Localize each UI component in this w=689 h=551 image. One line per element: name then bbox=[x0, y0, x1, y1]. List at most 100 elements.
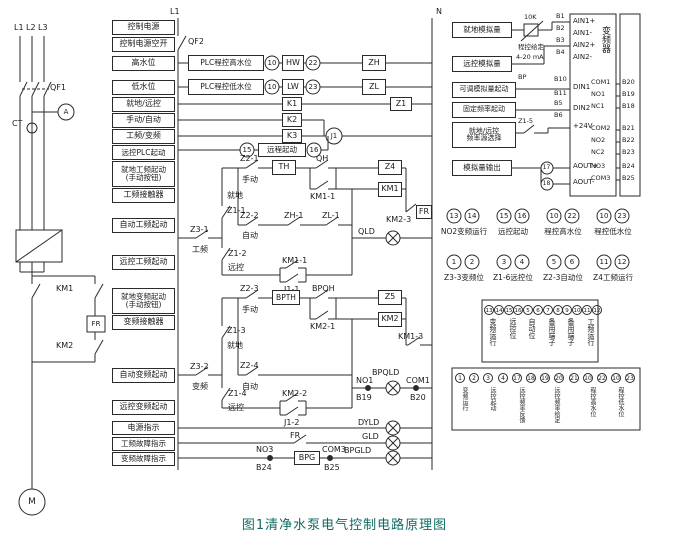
row-label-vfd-contactor: 变频接触器 bbox=[112, 315, 175, 330]
strip-term-b20: B20 bbox=[622, 78, 635, 86]
ammeter-label: A bbox=[63, 108, 69, 116]
vfd-b20-label: B20 bbox=[410, 393, 426, 402]
table-b-terminal: 3 bbox=[486, 375, 490, 382]
strip-term-b24: B24 bbox=[622, 162, 635, 170]
table-a-label-spare-2: 备用端子 bbox=[567, 318, 575, 346]
contactor-km1-label: KM1 bbox=[56, 284, 74, 293]
row-label-line-fault-indicator: 工频故障指示 bbox=[112, 437, 175, 451]
vfd-term-b2: B2 bbox=[556, 24, 565, 32]
bp-label: BP bbox=[518, 73, 527, 81]
table-a-terminal: 5 bbox=[526, 308, 530, 314]
th-box: TH bbox=[272, 160, 296, 175]
table-b-terminal: 10 bbox=[612, 375, 620, 382]
row-label-low-level: 低水位 bbox=[112, 80, 175, 95]
table-a-terminal: 11 bbox=[583, 308, 591, 314]
auto-branch-label-2: 自动 bbox=[242, 382, 258, 391]
terminal-number: 22 bbox=[567, 212, 577, 220]
vfd-term-b10: B10 bbox=[554, 75, 567, 83]
row-label-remote-plc-start: 远控PLC起动 bbox=[112, 145, 175, 160]
remote-start-box: 远程起动 bbox=[258, 143, 306, 157]
row-label-control-power: 控制电源 bbox=[112, 20, 175, 35]
table-a-label-line-run: 工频运行 bbox=[587, 318, 595, 346]
contact-z1-2-label: Z1-2 bbox=[228, 249, 247, 258]
contact-z3-1-label: Z3-1 bbox=[190, 225, 209, 234]
thermal-relay-fr-label: FR bbox=[91, 320, 101, 328]
lamp-bpgld-label: BPGLD bbox=[344, 446, 372, 455]
fr-contact-box: FR bbox=[416, 205, 432, 219]
table-b-terminal: 23 bbox=[626, 375, 634, 382]
row-label-vfd-fault-indicator: 变频故障指示 bbox=[112, 452, 175, 466]
contact-z3-2-label: Z3-2 bbox=[190, 362, 209, 371]
plc-box-analog-output: 模拟量输出 bbox=[452, 160, 512, 176]
plc-box-fixed-freq-start: 固定频率起动 bbox=[452, 102, 516, 118]
vfd-com2-relay-label: COM2 bbox=[591, 124, 611, 132]
strip-term-b25: B25 bbox=[622, 174, 635, 182]
table-a-terminal: 15 bbox=[505, 308, 513, 314]
vfd-aoutm-label: AOUT- bbox=[573, 178, 595, 186]
table-a-terminal: 12 bbox=[593, 308, 601, 314]
lamp-qld-label: QLD bbox=[358, 227, 375, 236]
vfd-nc1-relay-label: NC1 bbox=[591, 102, 605, 110]
vfd-com3-label: COM3 bbox=[322, 445, 346, 454]
vfd-b24-label: B24 bbox=[256, 463, 272, 472]
vfd-aoutp-label: AOUT+ bbox=[573, 162, 599, 170]
terminal-label-z3-3-vfd: Z3-3变频位 bbox=[444, 273, 484, 282]
relay-zh-coil: ZH bbox=[362, 55, 386, 71]
table-a-terminal: 14 bbox=[495, 308, 503, 314]
local-branch-label-1: 就地 bbox=[227, 191, 243, 200]
row-label-control-breaker: 控制电源空开 bbox=[112, 37, 175, 52]
row-label-local-remote: 就地/远控 bbox=[112, 97, 175, 112]
motor-label: M bbox=[28, 497, 36, 507]
row-label-remote-line-start: 远控工频起动 bbox=[112, 255, 175, 270]
vfd-com1-relay-label: COM1 bbox=[591, 78, 611, 86]
terminal-17-circle: 17 bbox=[542, 164, 551, 171]
row-label-auto-vfd-start: 自动变频起动 bbox=[112, 368, 175, 383]
line-freq-select-label: 工频 bbox=[192, 245, 208, 254]
vfd-title: 变频器 bbox=[600, 26, 610, 53]
vfd-term-b1: B1 bbox=[556, 12, 565, 20]
hw-contact-box: HW bbox=[282, 55, 304, 71]
plc-box-adjustable-start: 可调模拟量起动 bbox=[452, 82, 516, 98]
terminal-number: 10 bbox=[599, 212, 609, 220]
vfd-term-b5: B5 bbox=[554, 99, 563, 107]
table-b-terminal: 20 bbox=[555, 375, 563, 382]
start-button-qh-label: QH bbox=[316, 154, 329, 163]
table-b-terminal: 4 bbox=[501, 375, 505, 382]
vfd-com1-label: COM1 bbox=[406, 376, 430, 385]
table-b-label-plc-low: 程控低水位 bbox=[617, 387, 624, 417]
contact-j1-2-label: J1-2 bbox=[284, 418, 300, 427]
strip-term-b19: B19 bbox=[622, 90, 635, 98]
vfd-ain2p-label: AIN2+ bbox=[573, 41, 596, 49]
seal-contact-km1-1-label: KM1-1 bbox=[310, 192, 336, 201]
contact-z1-5-label: Z1-5 bbox=[518, 117, 534, 125]
power-circuit-wires bbox=[15, 36, 106, 516]
terminal-number: 13 bbox=[449, 212, 459, 220]
terminal-label-z1-6-remote: Z1-6远控位 bbox=[493, 273, 533, 282]
remote-branch-label-1: 远控 bbox=[228, 263, 244, 272]
vfd-term-b11: B11 bbox=[554, 89, 567, 97]
vfd-b25-label: B25 bbox=[324, 463, 340, 472]
terminal-number: 5 bbox=[551, 258, 557, 266]
rail-l1-label: L1 bbox=[170, 7, 180, 16]
contact-zl-1-label: ZL-1 bbox=[322, 211, 340, 220]
table-a-terminal: 9 bbox=[565, 308, 569, 314]
plc-box-freq-source-select: 就地/远控 频率源选择 bbox=[452, 122, 516, 148]
rail-n-label: N bbox=[436, 7, 442, 16]
row-label-line-vfd: 工频/变频 bbox=[112, 129, 175, 144]
row-label-line-contactor: 工频接触器 bbox=[112, 188, 175, 203]
seal-contact-km1-1b-label: KM1-1 bbox=[282, 256, 308, 265]
table-b-label-remote-start: 远控起动 bbox=[489, 387, 496, 411]
lamp-gld-label: GLD bbox=[362, 432, 379, 441]
vfd-din1-label: DIN1 bbox=[573, 83, 591, 91]
auto-branch-label-1: 自动 bbox=[242, 231, 258, 240]
vfd-no3-relay-label: NO3 bbox=[591, 162, 606, 170]
terminal-strip-wires bbox=[446, 208, 641, 431]
interlock-km1-3-label: KM1-3 bbox=[398, 332, 424, 341]
table-b-terminal: 2 bbox=[472, 375, 476, 382]
terminal-number: 10 bbox=[549, 212, 559, 220]
plc-box-local-analog: 就地模拟量 bbox=[452, 22, 512, 38]
table-a-terminal: 13 bbox=[485, 308, 493, 314]
vfd-24v-label: +24V bbox=[573, 122, 593, 130]
vfd-term-b6: B6 bbox=[554, 111, 563, 119]
